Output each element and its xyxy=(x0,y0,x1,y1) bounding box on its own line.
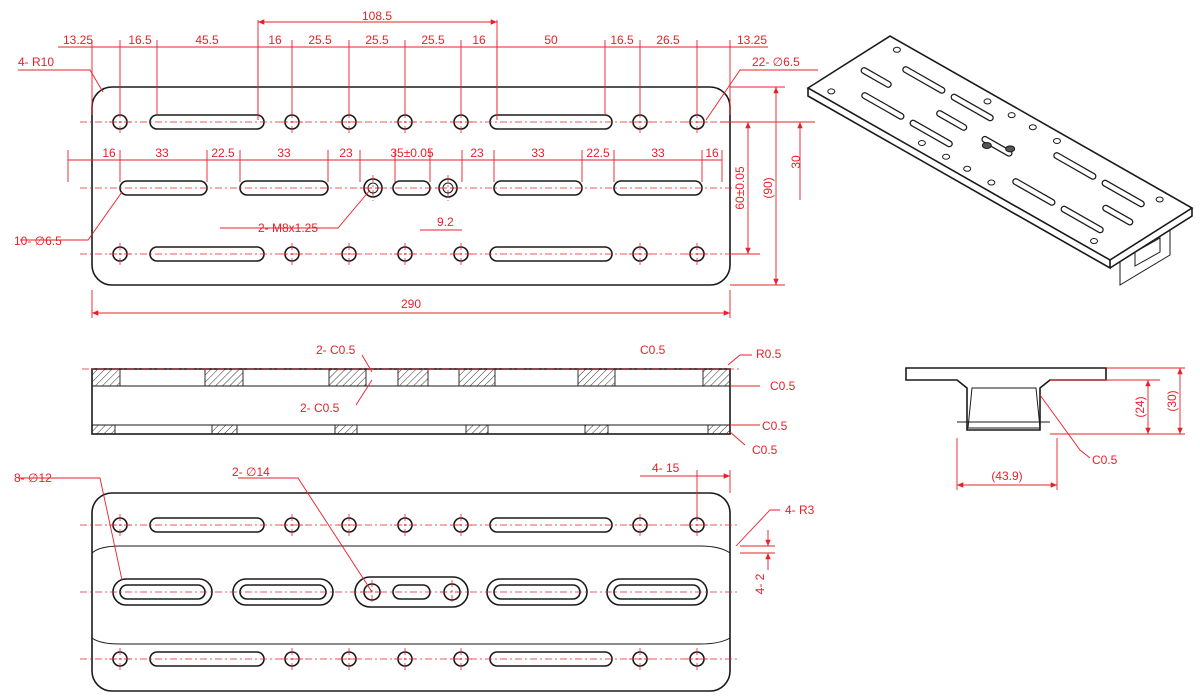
section-hatch xyxy=(91,424,116,435)
iso-hole xyxy=(1028,124,1037,131)
holes-10-label: 10- ∅6.5 xyxy=(14,234,62,248)
top-row-dim-label: 16 xyxy=(268,33,282,47)
end-chamfer-label: C0.5 xyxy=(1092,453,1118,467)
top-row-dim-label: 50 xyxy=(544,33,558,47)
section-hatch xyxy=(702,368,731,387)
dim-2-label: 4- 2 xyxy=(753,573,767,594)
top-row-dim-label: 16 xyxy=(472,33,486,47)
thread-label: 2- M8x1.25 xyxy=(258,221,318,235)
center-slot xyxy=(119,180,208,196)
iso-hole xyxy=(1007,112,1016,119)
end-view xyxy=(905,367,1185,490)
holes-2-label: 2- ∅14 xyxy=(232,465,270,479)
section-hatch xyxy=(584,424,609,435)
top-row-dim-label: 16.5 xyxy=(128,33,152,47)
section-hatch xyxy=(204,368,244,387)
side-chamfer-bottom-label: 2- C0.5 xyxy=(300,401,340,415)
iso-hole xyxy=(963,165,972,172)
top-row-dim-label: 26.5 xyxy=(656,33,680,47)
middle-row-dim-label: 33 xyxy=(277,146,291,160)
middle-row-dim-label: 23 xyxy=(339,146,353,160)
iso-hole xyxy=(917,140,926,146)
iso-thread-hole xyxy=(1005,145,1016,153)
side-view xyxy=(82,354,760,446)
top-row-dim-label: 25.5 xyxy=(308,33,332,47)
side-chamfer-r2-label: C0.5 xyxy=(762,419,788,433)
top-row-dim-label: 25.5 xyxy=(365,33,389,47)
section-hatch xyxy=(465,424,489,435)
side-chamfer-top-label: 2- C0.5 xyxy=(316,343,356,357)
corner-radius-label: 4- R10 xyxy=(18,55,54,69)
section-hatch xyxy=(707,424,731,435)
iso-hole xyxy=(827,88,836,95)
end-width-label: (43.9) xyxy=(991,469,1022,483)
end-height-24-label: (24) xyxy=(1133,396,1147,417)
iso-hole xyxy=(983,98,992,105)
middle-row-dim-label: 16 xyxy=(705,146,719,160)
iso-hole xyxy=(1052,137,1061,144)
middle-row-dim-label: 33 xyxy=(531,146,545,160)
section-hatch xyxy=(577,368,616,387)
overall-top-dim: 108.5 xyxy=(362,9,392,23)
radius-r3-label: 4- R3 xyxy=(785,503,815,517)
iso-hole xyxy=(1090,238,1099,245)
side-chamfer-r1-label: C0.5 xyxy=(770,379,796,393)
top-row-dim-label: 45.5 xyxy=(195,33,219,47)
iso-hole xyxy=(942,153,951,160)
inner-slot xyxy=(119,584,206,600)
inner-slot xyxy=(239,584,327,600)
end-height-30-label: (30) xyxy=(1165,390,1179,411)
iso-hole xyxy=(892,46,901,53)
top-row-dim-label: 13.25 xyxy=(63,33,93,47)
center-slot xyxy=(239,180,329,196)
middle-row-dim-label: 22.5 xyxy=(211,146,235,160)
top-plate-outline xyxy=(91,86,731,286)
width-total-label: 290 xyxy=(401,297,421,311)
middle-row-dim-label: 22.5 xyxy=(586,146,610,160)
holes-22-label: 22- ∅6.5 xyxy=(752,55,800,69)
height-30-label: 30 xyxy=(789,155,803,169)
holes-8-label: 8- ∅12 xyxy=(14,471,52,485)
side-chamfer-top-right-label: C0.5 xyxy=(640,343,666,357)
top-row-dim-label: 16.5 xyxy=(610,33,634,47)
top-view xyxy=(18,19,818,318)
top-row-dim-label: 13.25 xyxy=(737,33,767,47)
section-hatch xyxy=(91,368,121,387)
middle-row-dim-label: 23 xyxy=(470,146,484,160)
iso-thread-hole xyxy=(981,141,992,149)
section-hatch xyxy=(211,424,238,435)
height-60-label: 60±0.05 xyxy=(733,166,747,210)
iso-hole xyxy=(1155,196,1164,203)
offset-label: 9.2 xyxy=(437,215,454,229)
bottom-view xyxy=(18,470,780,692)
side-radius-label: R0.5 xyxy=(756,347,782,361)
middle-row-dim-label: 33 xyxy=(155,146,169,160)
height-90-label: (90) xyxy=(761,177,775,198)
isometric-view xyxy=(806,35,1194,286)
middle-row-dim-label: 16 xyxy=(102,146,116,160)
middle-row-dim-label: 33 xyxy=(651,146,665,160)
section-hatch xyxy=(397,368,429,387)
middle-row-dim-label: 35±0.05 xyxy=(390,146,434,160)
center-slot xyxy=(493,180,583,196)
top-row-dim-label: 25.5 xyxy=(421,33,445,47)
center-slot xyxy=(613,180,703,196)
section-hatch xyxy=(328,368,367,387)
side-chamfer-r3-label: C0.5 xyxy=(752,443,778,457)
section-hatch xyxy=(334,424,358,435)
section-hatch xyxy=(458,368,496,387)
dim-15-label: 4- 15 xyxy=(652,461,680,475)
iso-hole xyxy=(987,179,996,186)
